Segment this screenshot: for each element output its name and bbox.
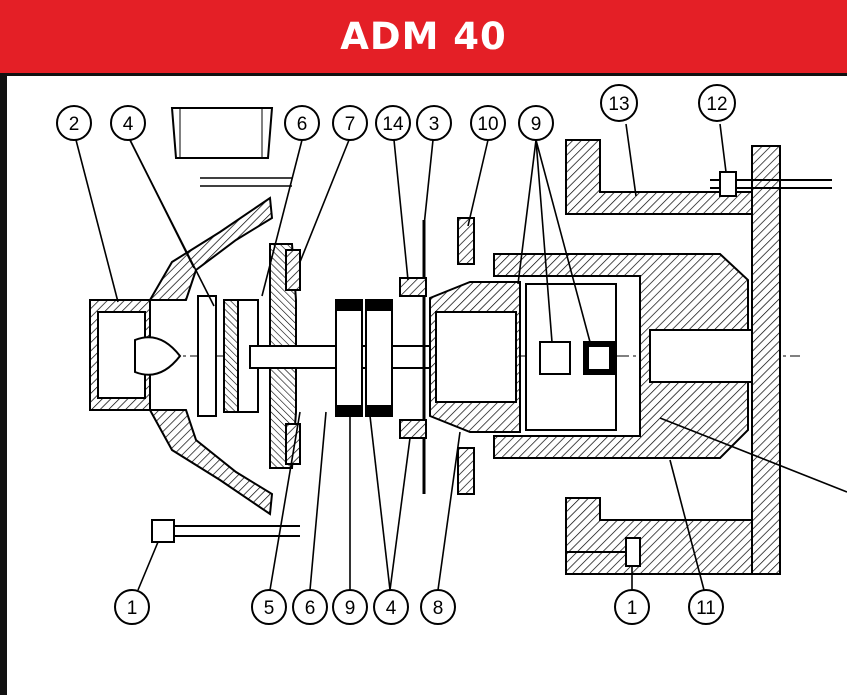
lantern-bottom xyxy=(565,497,761,575)
bolt-1-right xyxy=(625,537,641,567)
drawing-geometry xyxy=(89,107,832,575)
svg-text:3: 3 xyxy=(429,114,440,135)
callout-6-top: 6 xyxy=(284,105,320,141)
callout-3: 3 xyxy=(416,105,452,141)
callout-9-top: 9 xyxy=(518,105,554,141)
callout-11: 11 xyxy=(688,589,724,625)
page-title: ADM 40 xyxy=(340,15,507,58)
frame-left-border xyxy=(0,73,7,695)
svg-text:13: 13 xyxy=(608,94,629,115)
front-wear-ring xyxy=(197,295,217,417)
bracket-flange-bottom xyxy=(457,447,475,495)
svg-text:12: 12 xyxy=(706,94,727,115)
discharge-nozzle xyxy=(170,107,274,159)
casing-lower xyxy=(148,409,274,516)
svg-text:14: 14 xyxy=(382,114,404,135)
casing-upper xyxy=(148,196,274,301)
bearing-left-a xyxy=(335,299,363,417)
callout-1-right: 1 xyxy=(614,589,650,625)
motor-shaft xyxy=(649,329,771,383)
callout-2: 2 xyxy=(56,105,92,141)
svg-text:9: 9 xyxy=(531,114,542,135)
svg-text:4: 4 xyxy=(386,598,397,619)
svg-text:11: 11 xyxy=(696,598,716,619)
svg-text:2: 2 xyxy=(69,114,80,135)
callout-10: 10 xyxy=(470,105,506,141)
bearing-left-b xyxy=(365,299,393,417)
callout-8: 8 xyxy=(420,589,456,625)
outer-magnet-bell xyxy=(493,253,749,459)
svg-text:1: 1 xyxy=(627,598,638,619)
svg-text:6: 6 xyxy=(297,114,308,135)
bracket-flange-top xyxy=(457,217,475,265)
callout-4-bottom: 4 xyxy=(373,589,409,625)
title-banner: ADM 40 xyxy=(0,0,847,73)
callout-1-left: 1 xyxy=(114,589,150,625)
svg-text:10: 10 xyxy=(477,114,498,135)
motor-flange xyxy=(751,145,781,575)
svg-text:6: 6 xyxy=(305,598,316,619)
svg-text:4: 4 xyxy=(123,114,134,135)
callout-4-top: 4 xyxy=(110,105,146,141)
callout-9-bottom: 9 xyxy=(332,589,368,625)
svg-text:7: 7 xyxy=(345,114,356,135)
callout-12: 12 xyxy=(698,84,736,122)
header-rule xyxy=(0,73,847,76)
svg-text:5: 5 xyxy=(264,598,275,619)
callout-7: 7 xyxy=(332,105,368,141)
svg-text:8: 8 xyxy=(433,598,444,619)
callout-5: 5 xyxy=(251,589,287,625)
callout-6-bottom: 6 xyxy=(292,589,328,625)
callout-14: 14 xyxy=(375,105,411,141)
bolt-1-left xyxy=(151,519,175,543)
leader-lines xyxy=(75,123,847,591)
callout-13: 13 xyxy=(600,84,638,122)
svg-text:9: 9 xyxy=(345,598,356,619)
callouts: 2 4 6 7 14 3 10 9 13 12 1 5 6 9 4 8 1 11 xyxy=(56,84,736,625)
svg-text:1: 1 xyxy=(127,598,138,619)
